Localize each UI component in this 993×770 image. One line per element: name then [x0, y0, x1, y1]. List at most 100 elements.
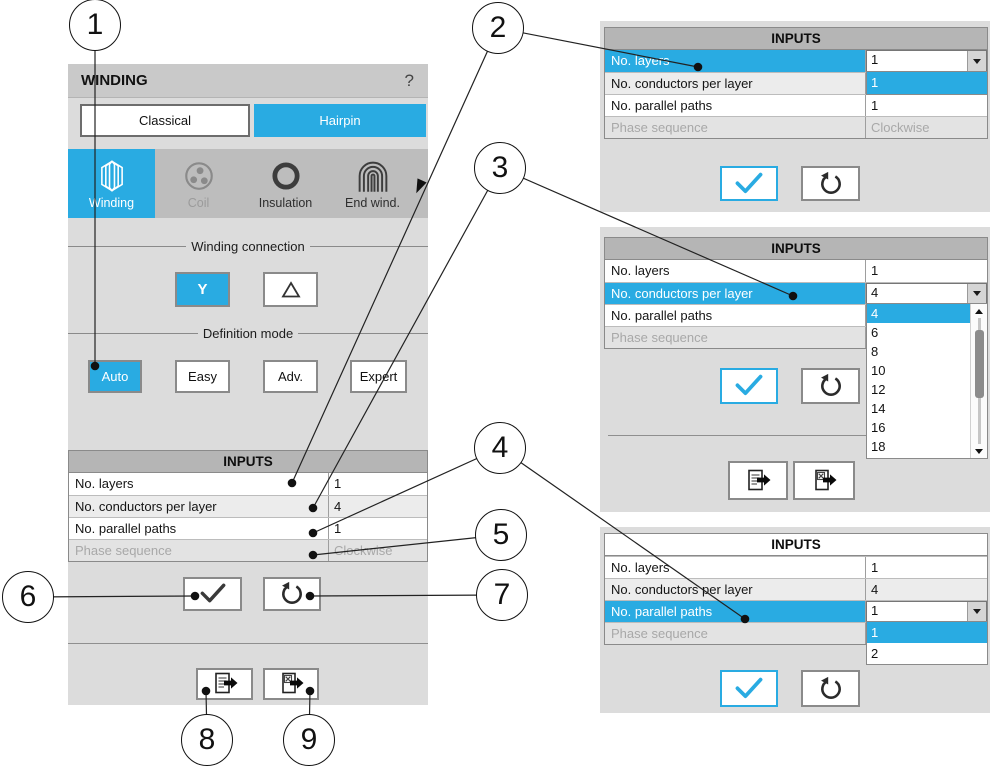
dropdown-option[interactable]: 2: [871, 646, 879, 661]
apply-button[interactable]: [720, 368, 778, 404]
inputs-popup-layers: INPUTS No. layers 1 No. conductors per l…: [600, 21, 990, 212]
row-label: No. conductors per layer: [611, 76, 753, 91]
tab-classical[interactable]: Classical: [80, 104, 250, 137]
toolbar-item-coil[interactable]: Coil: [155, 149, 242, 218]
row-label: No. parallel paths: [611, 98, 713, 113]
callout-3: 3: [474, 142, 526, 194]
value-combobox[interactable]: 1: [866, 50, 987, 72]
scrollbar-thumb[interactable]: [974, 330, 984, 398]
row-value: 4: [865, 579, 987, 600]
winding-icon: [100, 159, 123, 192]
check-icon: [735, 374, 763, 396]
dropdown-option[interactable]: 6: [871, 325, 879, 340]
mode-auto-button[interactable]: Auto: [88, 360, 142, 393]
undo-icon: [820, 676, 841, 699]
row-label: No. layers: [75, 476, 134, 491]
callout-number: 8: [198, 723, 216, 756]
combobox-arrow-button[interactable]: [967, 284, 986, 303]
table-row-selected[interactable]: No. conductors per layer 4: [605, 282, 987, 304]
delta-connection-button[interactable]: [263, 272, 318, 307]
reset-button[interactable]: [801, 670, 860, 707]
table-row-selected[interactable]: No. parallel paths 1: [605, 600, 987, 622]
table-row[interactable]: No. parallel paths 1: [605, 94, 987, 116]
combobox-arrow-button[interactable]: [967, 602, 986, 621]
undo-icon: [282, 581, 302, 604]
apply-button[interactable]: [183, 577, 242, 611]
table-row[interactable]: No. layers 1: [605, 260, 987, 282]
export-excel-button[interactable]: [263, 668, 319, 700]
chevron-down-icon: [973, 58, 981, 64]
end-winding-icon: [358, 161, 387, 192]
dropdown-option[interactable]: 8: [871, 344, 879, 359]
callout-number: 7: [493, 578, 511, 611]
row-value: 1: [328, 518, 427, 539]
mode-easy-button[interactable]: Easy: [175, 360, 230, 393]
table-row[interactable]: No. conductors per layer 4: [605, 578, 987, 600]
callout-number: 2: [489, 11, 507, 44]
dropdown-option[interactable]: 14: [871, 401, 886, 416]
insulation-icon: [271, 161, 300, 190]
toolbar-item-insulation[interactable]: Insulation: [242, 149, 329, 218]
group-title: Definition mode: [202, 325, 294, 341]
reset-button[interactable]: [263, 577, 321, 611]
export-report-button[interactable]: [196, 668, 253, 700]
dropdown-option[interactable]: 10: [871, 363, 886, 378]
table-row-selected[interactable]: No. layers 1: [605, 50, 987, 72]
mode-expert-button[interactable]: Expert: [350, 360, 407, 393]
row-label: No. layers: [611, 263, 670, 278]
combobox-arrow-button[interactable]: [967, 51, 986, 71]
mode-advanced-button[interactable]: Adv.: [263, 360, 318, 393]
callout-5: 5: [475, 509, 527, 561]
scroll-down-button[interactable]: [971, 444, 987, 458]
scroll-up-button[interactable]: [971, 304, 987, 318]
divider: [68, 643, 428, 644]
scrollbar[interactable]: [970, 304, 987, 458]
row-value: [865, 327, 987, 348]
row-label: No. conductors per layer: [611, 286, 753, 301]
inputs-table-header: INPUTS: [605, 238, 987, 260]
toolbar-item-end-winding[interactable]: End wind.: [329, 149, 416, 218]
wye-connection-button[interactable]: Y: [175, 272, 230, 307]
button-label: Adv.: [277, 369, 304, 384]
tab-hairpin[interactable]: Hairpin: [254, 104, 426, 137]
row-value: Clockwise: [865, 117, 987, 138]
export-excel-button[interactable]: [793, 461, 855, 500]
table-row[interactable]: No. parallel paths 1: [69, 517, 427, 539]
value-combobox[interactable]: 4: [866, 283, 987, 304]
callout-8: 8: [181, 714, 233, 766]
callout-4: 4: [474, 422, 526, 474]
dropdown-option[interactable]: 12: [871, 382, 886, 397]
table-row[interactable]: No. layers 1: [69, 473, 427, 495]
row-label: No. parallel paths: [611, 308, 713, 323]
callout-number: 1: [86, 8, 104, 41]
row-value: 1: [865, 260, 987, 282]
export-excel-icon: [815, 469, 837, 490]
dropdown-option[interactable]: 16: [871, 420, 886, 435]
row-label: Phase sequence: [611, 626, 708, 641]
help-icon[interactable]: ?: [404, 70, 414, 90]
dropdown-option[interactable]: 18: [871, 439, 886, 454]
callout-2: 2: [472, 2, 524, 54]
apply-button[interactable]: [720, 670, 778, 707]
export-report-button[interactable]: [728, 461, 788, 500]
value-combobox[interactable]: 1: [866, 601, 987, 622]
group-title: Winding connection: [191, 238, 305, 254]
table-row[interactable]: No. conductors per layer 4: [69, 495, 427, 517]
row-label: No. layers: [611, 560, 670, 575]
dropdown-option[interactable]: 1: [867, 72, 987, 94]
table-row[interactable]: No. layers 1: [605, 556, 987, 578]
apply-button[interactable]: [720, 166, 778, 201]
reset-button[interactable]: [801, 166, 860, 201]
divider: [68, 245, 187, 247]
dropdown-option[interactable]: 1: [867, 622, 987, 643]
dropdown-option[interactable]: 4: [867, 304, 971, 323]
toolbar-item-winding[interactable]: Winding: [68, 149, 155, 218]
reset-button[interactable]: [801, 368, 860, 404]
inputs-table: INPUTS No. layers 1 No. conductors per l…: [68, 450, 428, 562]
export-report-icon: [748, 469, 771, 490]
row-value: 1: [865, 95, 987, 116]
check-icon: [735, 677, 763, 698]
page-title: WINDING: [81, 72, 148, 89]
row-label: No. layers: [611, 53, 670, 68]
dropdown-list: 1: [866, 71, 988, 95]
